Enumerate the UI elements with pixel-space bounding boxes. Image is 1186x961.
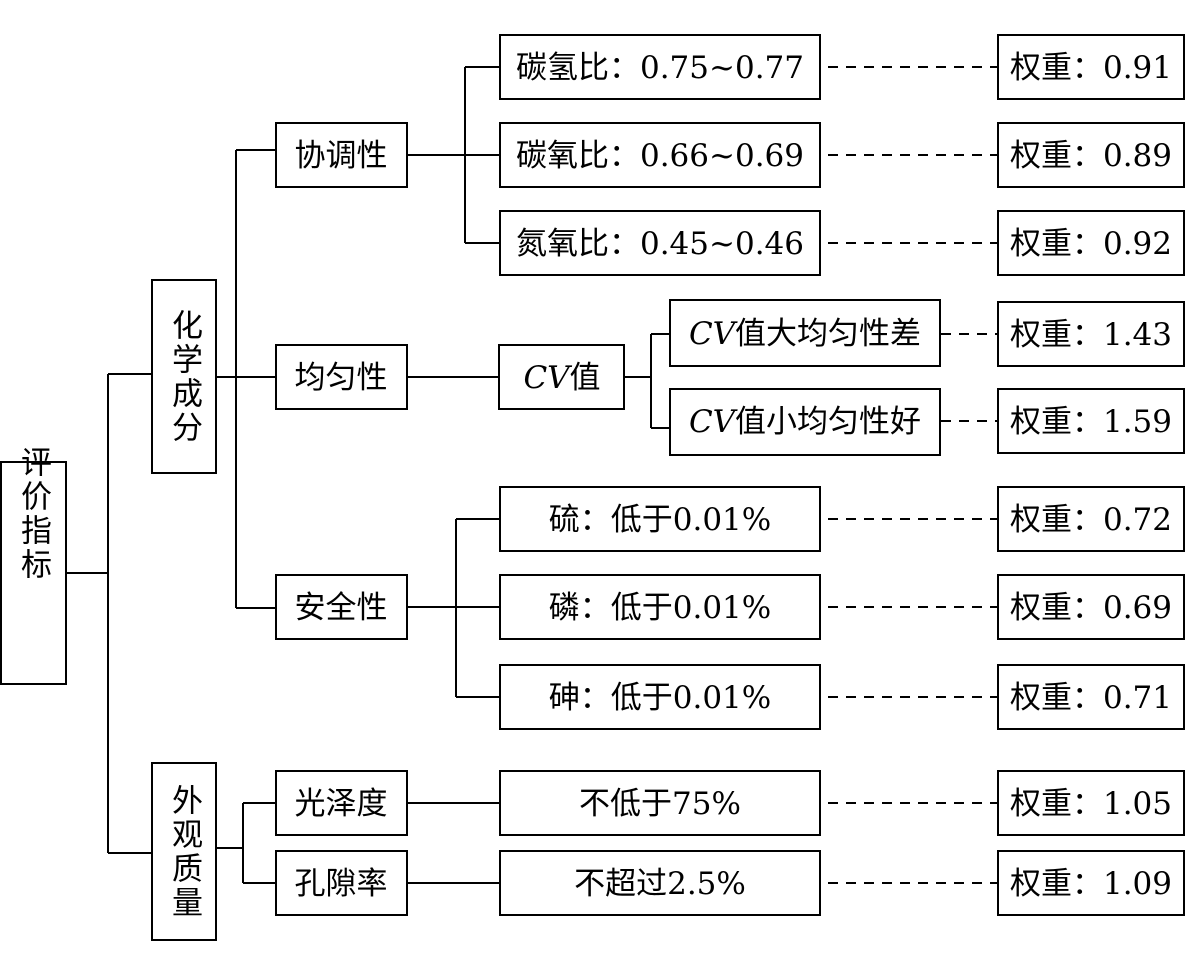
sulfur-label: 硫：低于0.01%	[549, 502, 771, 538]
arsenic-label: 砷：低于0.01%	[549, 680, 771, 716]
node-porosity-requirement: 不超过2.5%	[499, 850, 821, 916]
cv-big-text: 值大均匀性差	[735, 316, 921, 352]
node-porosity: 孔隙率	[275, 850, 408, 916]
weight-co: 权重：0.89	[997, 122, 1185, 188]
node-sulfur: 硫：低于0.01%	[499, 486, 821, 552]
porosity-label: 孔隙率	[295, 866, 388, 902]
porosity-requirement-label: 不超过2.5%	[574, 866, 746, 902]
weight-cv-big-label: 权重：1.43	[1010, 317, 1172, 353]
weight-gloss: 权重：1.05	[997, 770, 1185, 836]
ch-ratio-label: 碳氢比：0.75~0.77	[516, 50, 804, 86]
weight-cv-big: 权重：1.43	[997, 301, 1185, 367]
uniformity-label: 均匀性	[295, 360, 388, 396]
gloss-requirement-label: 不低于75%	[579, 786, 741, 822]
cv-small-label: CV值小均匀性好	[689, 404, 921, 440]
node-co-ratio: 碳氧比：0.66~0.69	[499, 122, 821, 188]
dashed-lines	[828, 66, 998, 884]
weight-arsenic: 权重：0.71	[997, 664, 1185, 730]
node-safety: 安全性	[275, 574, 408, 640]
node-ch-ratio: 碳氢比：0.75~0.77	[499, 34, 821, 100]
node-gloss: 光泽度	[275, 770, 408, 836]
cv-label: CV值	[523, 360, 600, 396]
weight-cv-small-label: 权重：1.59	[1010, 404, 1172, 440]
root-label: 评价指标	[15, 446, 52, 582]
weight-porosity: 权重：1.09	[997, 850, 1185, 916]
weight-sulfur-label: 权重：0.72	[1010, 502, 1172, 538]
weight-sulfur: 权重：0.72	[997, 486, 1185, 552]
connector-lines	[66, 66, 670, 884]
weight-phosphorus-label: 权重：0.69	[1010, 590, 1172, 626]
cv-suffix: 值	[570, 360, 601, 396]
node-coordination: 协调性	[275, 122, 408, 188]
weight-arsenic-label: 权重：0.71	[1010, 680, 1172, 716]
cv-italic: CV	[523, 360, 573, 396]
chemical-label: 化学成分	[166, 309, 202, 445]
gloss-label: 光泽度	[295, 786, 388, 822]
cv-big-label: CV值大均匀性差	[689, 316, 921, 352]
weight-porosity-label: 权重：1.09	[1010, 866, 1172, 902]
node-cv-big: CV值大均匀性差	[669, 299, 941, 367]
coordination-label: 协调性	[295, 138, 388, 174]
cv-small-italic: CV	[689, 404, 739, 440]
weight-cv-small: 权重：1.59	[997, 388, 1185, 454]
safety-label: 安全性	[295, 590, 388, 626]
weight-no-label: 权重：0.92	[1010, 226, 1172, 262]
node-appearance: 外观质量	[151, 762, 217, 941]
node-cv: CV值	[498, 344, 625, 410]
weight-gloss-label: 权重：1.05	[1010, 786, 1172, 822]
cv-big-italic: CV	[689, 316, 739, 352]
node-no-ratio: 氮氧比：0.45~0.46	[499, 210, 821, 276]
appearance-label: 外观质量	[166, 784, 202, 920]
weight-co-label: 权重：0.89	[1010, 138, 1172, 174]
co-ratio-label: 碳氧比：0.66~0.69	[516, 138, 804, 174]
cv-small-text: 值小均匀性好	[735, 404, 921, 440]
weight-ch: 权重：0.91	[997, 34, 1185, 100]
node-chemical: 化学成分	[151, 279, 217, 474]
root-node: 评价指标	[0, 446, 67, 685]
phosphorus-label: 磷：低于0.01%	[549, 590, 771, 626]
node-cv-small: CV值小均匀性好	[669, 388, 941, 456]
node-arsenic: 砷：低于0.01%	[499, 664, 821, 730]
weight-no: 权重：0.92	[997, 210, 1185, 276]
node-gloss-requirement: 不低于75%	[499, 770, 821, 836]
no-ratio-label: 氮氧比：0.45~0.46	[516, 226, 804, 262]
weight-ch-label: 权重：0.91	[1010, 50, 1172, 86]
node-phosphorus: 磷：低于0.01%	[499, 574, 821, 640]
weight-phosphorus: 权重：0.69	[997, 574, 1185, 640]
node-uniformity: 均匀性	[275, 344, 408, 410]
